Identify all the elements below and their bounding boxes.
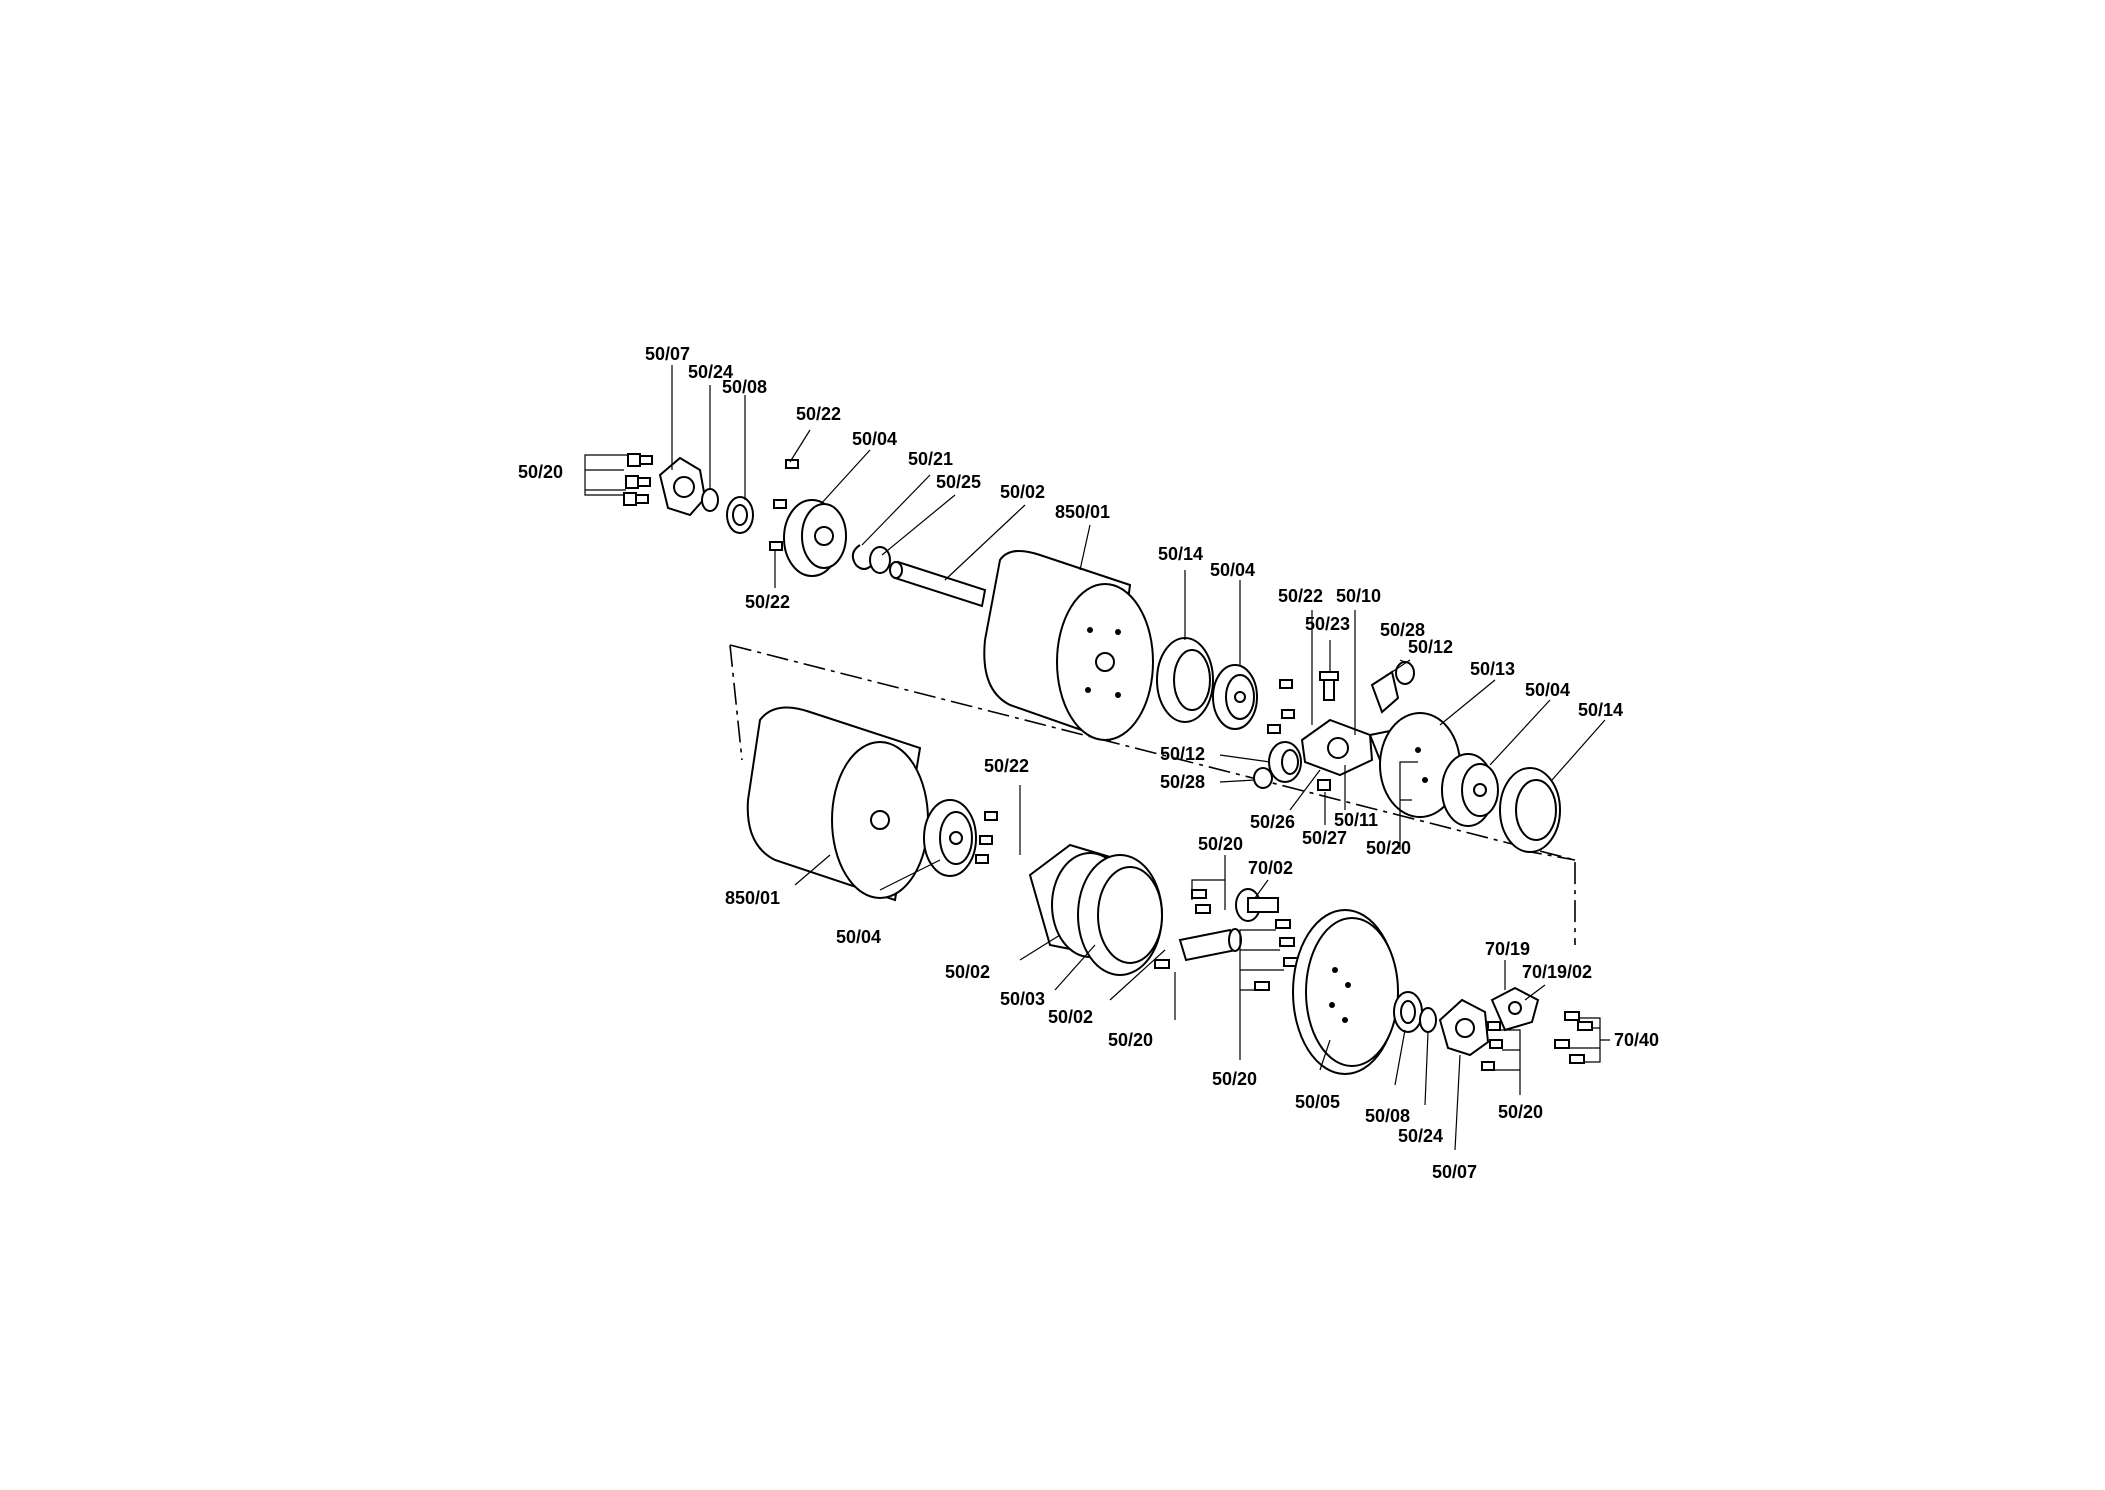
screws-50-20-flange	[1481, 1021, 1503, 1071]
ring-50-14-right	[1499, 767, 1561, 853]
label-50-14-top: 50/14	[1158, 544, 1203, 564]
nut-50-27	[1317, 779, 1331, 791]
ring-gear-50-03	[1077, 854, 1163, 976]
gear-50-12-lower	[1268, 741, 1302, 783]
label-50-04-lower: 50/04	[836, 927, 881, 947]
screw-group-50-20-left	[623, 453, 653, 506]
hub-50-04-right	[1441, 753, 1499, 827]
label-50-20-lower-center: 50/20	[1212, 1069, 1257, 1089]
label-50-28-top: 50/28	[1380, 620, 1425, 640]
label-50-21: 50/21	[908, 449, 953, 469]
label-70-19-02: 70/19/02	[1522, 962, 1592, 982]
label-50-22-top: 50/22	[796, 404, 841, 424]
bevel-gear-50-28-upper	[1370, 670, 1400, 714]
label-50-02-top: 50/02	[1000, 482, 1045, 502]
label-50-24-lower: 50/24	[1398, 1126, 1443, 1146]
label-50-08-lower: 50/08	[1365, 1106, 1410, 1126]
label-50-03: 50/03	[1000, 989, 1045, 1009]
label-50-08-top: 50/08	[722, 377, 767, 397]
screws-50-20-ring	[1154, 889, 1211, 969]
washer-50-28-lower	[1253, 767, 1273, 789]
screws-50-20-pinion	[1254, 919, 1299, 991]
label-50-22-lower: 50/22	[984, 756, 1029, 776]
label-70-40: 70/40	[1614, 1030, 1659, 1050]
drum-850-01-lower	[746, 706, 929, 902]
label-70-02: 70/02	[1248, 858, 1293, 878]
hub-50-04-upper	[783, 499, 847, 577]
bearing-50-08-lower	[1393, 991, 1423, 1033]
shaft-50-02-lower	[1178, 928, 1242, 962]
flange-50-07-lower	[1438, 998, 1490, 1057]
label-50-24-top: 50/24	[688, 362, 733, 382]
part-labels: 50/07 50/24 50/08 50/20 50/22 50/04 50/2…	[518, 344, 1659, 1182]
washer-50-12-upper	[1395, 661, 1415, 685]
screws-50-22-center	[1267, 679, 1295, 734]
label-50-02-lower-left: 50/02	[945, 962, 990, 982]
screws-50-22-lower	[975, 811, 998, 864]
label-850-01-top: 850/01	[1055, 502, 1110, 522]
label-50-25: 50/25	[936, 472, 981, 492]
label-50-14-right: 50/14	[1578, 700, 1623, 720]
differential-50-10	[1300, 718, 1374, 777]
label-50-22-below: 50/22	[745, 592, 790, 612]
label-50-22-mid: 50/22	[1278, 586, 1323, 606]
leader-lines	[584, 365, 1610, 1151]
ring-50-24-left	[701, 488, 719, 512]
label-50-10: 50/10	[1336, 586, 1381, 606]
label-50-07-top: 50/07	[645, 344, 690, 364]
label-50-20-top-lower: 50/20	[1198, 834, 1243, 854]
label-50-20-left: 50/20	[518, 462, 563, 482]
screws-70-40	[1554, 1011, 1593, 1064]
label-50-04-mid: 50/04	[1210, 560, 1255, 580]
drum-850-01-upper	[983, 550, 1154, 742]
label-70-19: 70/19	[1485, 939, 1530, 959]
shaft-50-02-upper	[889, 560, 987, 608]
label-50-12-top: 50/12	[1408, 637, 1453, 657]
label-50-23: 50/23	[1305, 614, 1350, 634]
label-50-26: 50/26	[1250, 812, 1295, 832]
screws-50-22-upper	[769, 459, 799, 551]
pinion-70-02	[1235, 888, 1279, 922]
label-50-28-mid: 50/28	[1160, 772, 1205, 792]
gear-50-04-upper	[1212, 664, 1258, 730]
lower-assembly	[746, 706, 1593, 1075]
label-850-01-lower: 850/01	[725, 888, 780, 908]
label-50-02-lower-mid: 50/02	[1048, 1007, 1093, 1027]
bolt-50-23	[1319, 671, 1339, 701]
label-50-20-lower-right: 50/20	[1498, 1102, 1543, 1122]
bearing-50-08-left	[726, 496, 754, 534]
ring-50-24-lower	[1419, 1007, 1437, 1033]
ring-50-14-upper	[1156, 637, 1214, 723]
label-50-12-mid: 50/12	[1160, 744, 1205, 764]
circlip-50-21	[851, 544, 873, 570]
label-50-11: 50/11	[1334, 810, 1378, 830]
label-50-20-lower-left: 50/20	[1108, 1030, 1153, 1050]
label-50-07-lower: 50/07	[1432, 1162, 1477, 1182]
label-50-04-top: 50/04	[852, 429, 897, 449]
flange-50-07-left	[658, 456, 707, 517]
washer-50-25	[869, 546, 891, 574]
gear-50-04-lower	[923, 799, 977, 877]
label-50-27: 50/27	[1302, 828, 1347, 848]
label-50-20-mid: 50/20	[1366, 838, 1411, 858]
label-50-05: 50/05	[1295, 1092, 1340, 1112]
cover-50-05	[1292, 909, 1399, 1075]
label-50-13: 50/13	[1470, 659, 1515, 679]
label-50-04-right: 50/04	[1525, 680, 1570, 700]
